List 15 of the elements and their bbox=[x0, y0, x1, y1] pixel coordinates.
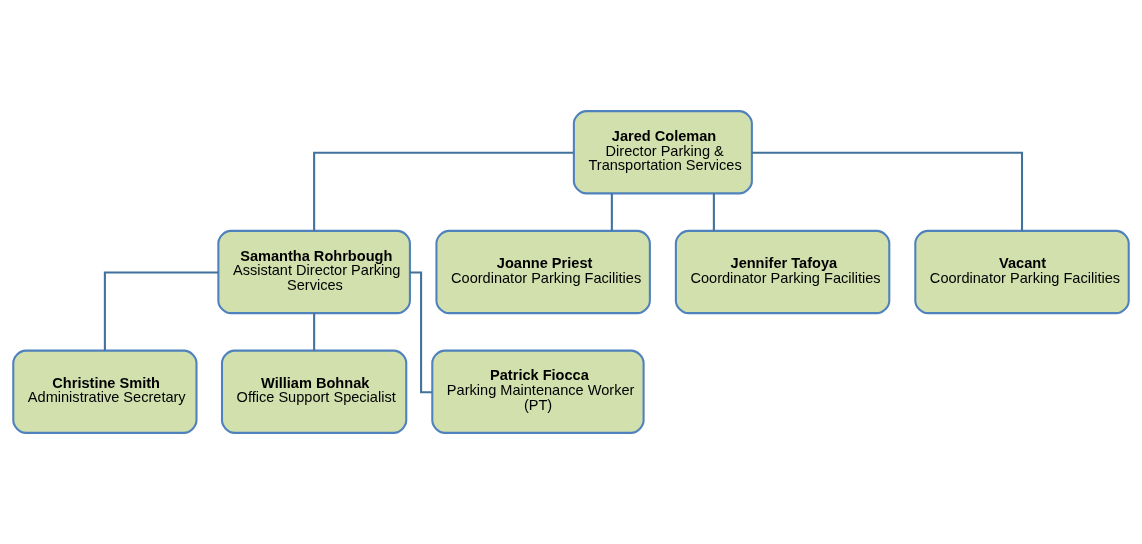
connector bbox=[410, 271, 432, 394]
node-box: Jennifer Tafoya Coordinator Parking Facilities bbox=[674, 229, 891, 315]
node-box: Patrick Fiocca Parking Maintenance Worker (PT) bbox=[431, 349, 645, 434]
node-box: Joanne Priest Coordinator Parking Facilities bbox=[435, 229, 651, 315]
connector bbox=[313, 313, 316, 351]
node-box: Christine Smith Administrative Secretary bbox=[12, 349, 198, 434]
connector bbox=[103, 271, 219, 351]
connector bbox=[752, 151, 1024, 231]
node-box: Jared Coleman Director Parking & Transportation Services bbox=[572, 110, 753, 195]
node-box: Samantha Rohrbough Assistant Director Parking Services bbox=[217, 229, 411, 315]
connector bbox=[313, 151, 574, 231]
node-box: Vacant Coordinator Parking Facilities bbox=[914, 229, 1130, 315]
connector bbox=[712, 193, 715, 231]
node-box: William Bohnak Office Support Specialist bbox=[220, 349, 408, 434]
connector bbox=[610, 193, 613, 231]
